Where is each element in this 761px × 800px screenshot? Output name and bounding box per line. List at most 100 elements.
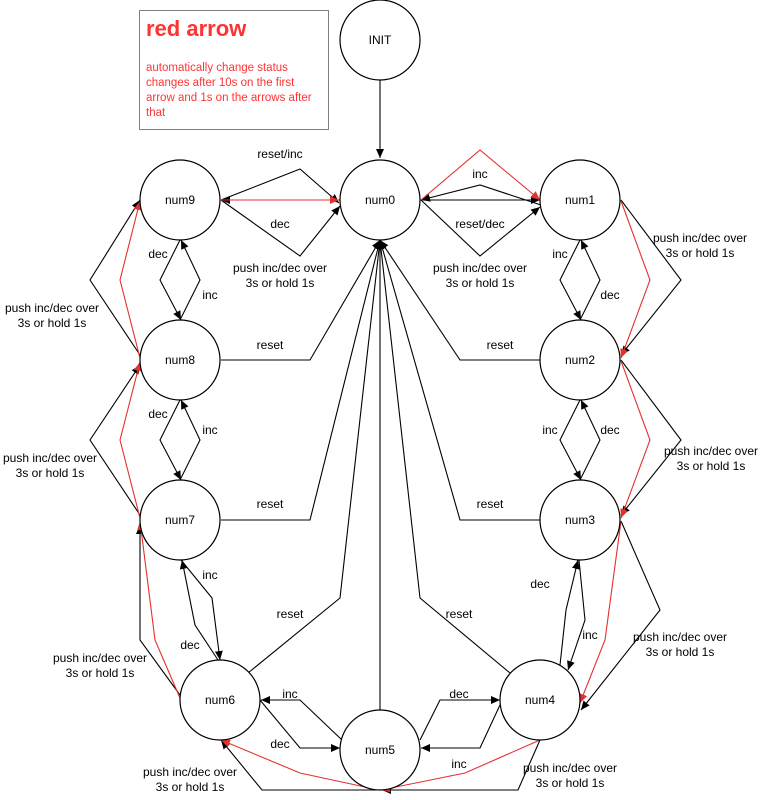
edge-num2-num3-inc [559, 399, 582, 481]
edge-label-push-line2: 3s or hold 1s [677, 459, 746, 473]
state-node-num2: num2 [539, 319, 621, 401]
state-node-num7: num7 [139, 479, 221, 561]
edge-num2-num1-dec [579, 239, 601, 321]
edge-num8-num0-reset [221, 239, 381, 361]
edge-label-push-line2: 3s or hold 1s [16, 466, 85, 480]
state-node-num8: num8 [139, 319, 221, 401]
state-label-num9: num9 [165, 193, 195, 207]
edge-label-push-line1: push inc/dec over [664, 444, 758, 458]
edge-num7-num0-reset [221, 239, 382, 521]
edge-num2-num0-reset [379, 239, 540, 361]
state-label-num0: num0 [365, 193, 395, 207]
edge-label-dec: dec [148, 247, 167, 261]
edge-label-push-line1: push inc/dec over [3, 451, 97, 465]
state-node-num4: num4 [499, 659, 581, 741]
state-label-num2: num2 [565, 353, 595, 367]
state-label-num3: num3 [565, 513, 595, 527]
edge-num4-num5-inc [421, 704, 501, 752]
edge-label-dec: dec [148, 407, 167, 421]
state-label-num1: num1 [565, 193, 595, 207]
state-label-num5: num5 [365, 743, 395, 757]
edge-label-push-line1: push inc/dec over [53, 651, 147, 665]
state-node-init: INIT [339, 0, 421, 81]
legend-description: automatically change status changes afte… [146, 62, 312, 119]
state-node-num3: num3 [539, 479, 621, 561]
edge-label-push-line1: push inc/dec over [433, 261, 527, 275]
red-edge-num3-num4 [579, 520, 622, 704]
edge-num1-num2-push [620, 199, 682, 356]
edge-num2-num3-push [620, 359, 682, 516]
red-edge-num0-num1 [420, 149, 541, 201]
state-node-num1: num1 [539, 159, 621, 241]
edge-num7-num8-push [89, 364, 141, 516]
edge-num1-num0-reset-dec [420, 184, 542, 206]
edge-label-reset-inc: reset/inc [257, 147, 302, 161]
edge-num7-num6-inc [180, 559, 223, 661]
edge-label-dec: dec [600, 423, 619, 437]
edge-label-reset: reset [446, 607, 473, 621]
edge-num5-num4-dec [419, 696, 500, 741]
red-edge-num5-num6 [220, 739, 380, 791]
edge-label-dec: dec [270, 737, 289, 751]
edge-label-push-line2: 3s or hold 1s [156, 780, 225, 794]
edge-label-push-line2: 3s or hold 1s [446, 276, 515, 290]
edge-num1-num2-inc [559, 239, 582, 321]
red-edges [119, 149, 651, 793]
edge-label-push-line2: 3s or hold 1s [66, 666, 135, 680]
edge-num3-num4-push [580, 520, 661, 711]
edge-label-inc: inc [202, 288, 217, 302]
edge-label-inc: inc [202, 568, 217, 582]
edge-label-push-line2: 3s or hold 1s [666, 246, 735, 260]
edge-label-dec: dec [449, 687, 468, 701]
edge-label-push-line2: 3s or hold 1s [18, 316, 87, 330]
red-edge-num1-num2 [620, 200, 651, 359]
edge-label-reset: reset [477, 497, 504, 511]
edge-num9-num8-inc [159, 239, 182, 321]
edge-label-inc: inc [282, 687, 297, 701]
state-label-num6: num6 [205, 693, 235, 707]
edge-num4-num3-dec [559, 559, 580, 666]
edge-label-dec: dec [600, 288, 619, 302]
edge-label-reset: reset [277, 607, 304, 621]
edge-num0-num1-push [420, 199, 541, 257]
edge-num4-num5-push [382, 739, 541, 794]
state-label-num7: num7 [165, 513, 195, 527]
edge-label-push-line1: push inc/dec over [653, 231, 747, 245]
edge-label-dec: dec [270, 217, 289, 231]
edge-label-push-line1: push inc/dec over [5, 301, 99, 315]
edge-label-inc: inc [552, 247, 567, 261]
edge-label-inc: inc [582, 628, 597, 642]
edge-num3-num2-dec [579, 399, 601, 481]
edge-label-push-line2: 3s or hold 1s [246, 276, 315, 290]
edge-label-push-line1: push inc/dec over [523, 761, 617, 775]
edge-label-push-line1: push inc/dec over [633, 630, 727, 644]
edge-num4-num0-reset [377, 239, 511, 674]
edge-label-dec: dec [180, 638, 199, 652]
black-edges [89, 80, 682, 794]
red-edge-num2-num3 [620, 360, 651, 519]
edge-label-inc: inc [451, 757, 466, 771]
state-node-num0: num0 [339, 159, 421, 241]
red-edge-num7-num8 [119, 361, 142, 519]
edge-label-push-line1: push inc/dec over [143, 765, 237, 779]
edge-num3-num0-reset [378, 239, 540, 521]
edge-label-inc: inc [472, 167, 487, 181]
state-label-init: INIT [369, 33, 392, 47]
edge-label-push-line2: 3s or hold 1s [646, 645, 715, 659]
edge-num8-num9-dec [179, 239, 201, 321]
edge-label-reset: reset [487, 338, 514, 352]
edge-num9-num0-push [220, 199, 341, 257]
edge-num6-num7-push [136, 525, 181, 696]
edge-label-reset-dec: reset/dec [455, 217, 504, 231]
edge-labels: reset/inc dec push inc/dec over 3s or ho… [3, 147, 758, 794]
edge-num5-num6-push [220, 739, 378, 791]
edge-num5-num6-inc [261, 696, 343, 741]
edge-num6-num7-dec [179, 559, 219, 661]
red-edge-num6-num7 [137, 520, 181, 699]
edge-num8-num7-inc [159, 399, 182, 481]
edge-label-push-line2: 3s or hold 1s [536, 776, 605, 790]
legend-box: red arrow automatically change status ch… [139, 10, 329, 130]
edge-label-reset: reset [257, 497, 284, 511]
edge-num8-num9-push [89, 199, 141, 356]
